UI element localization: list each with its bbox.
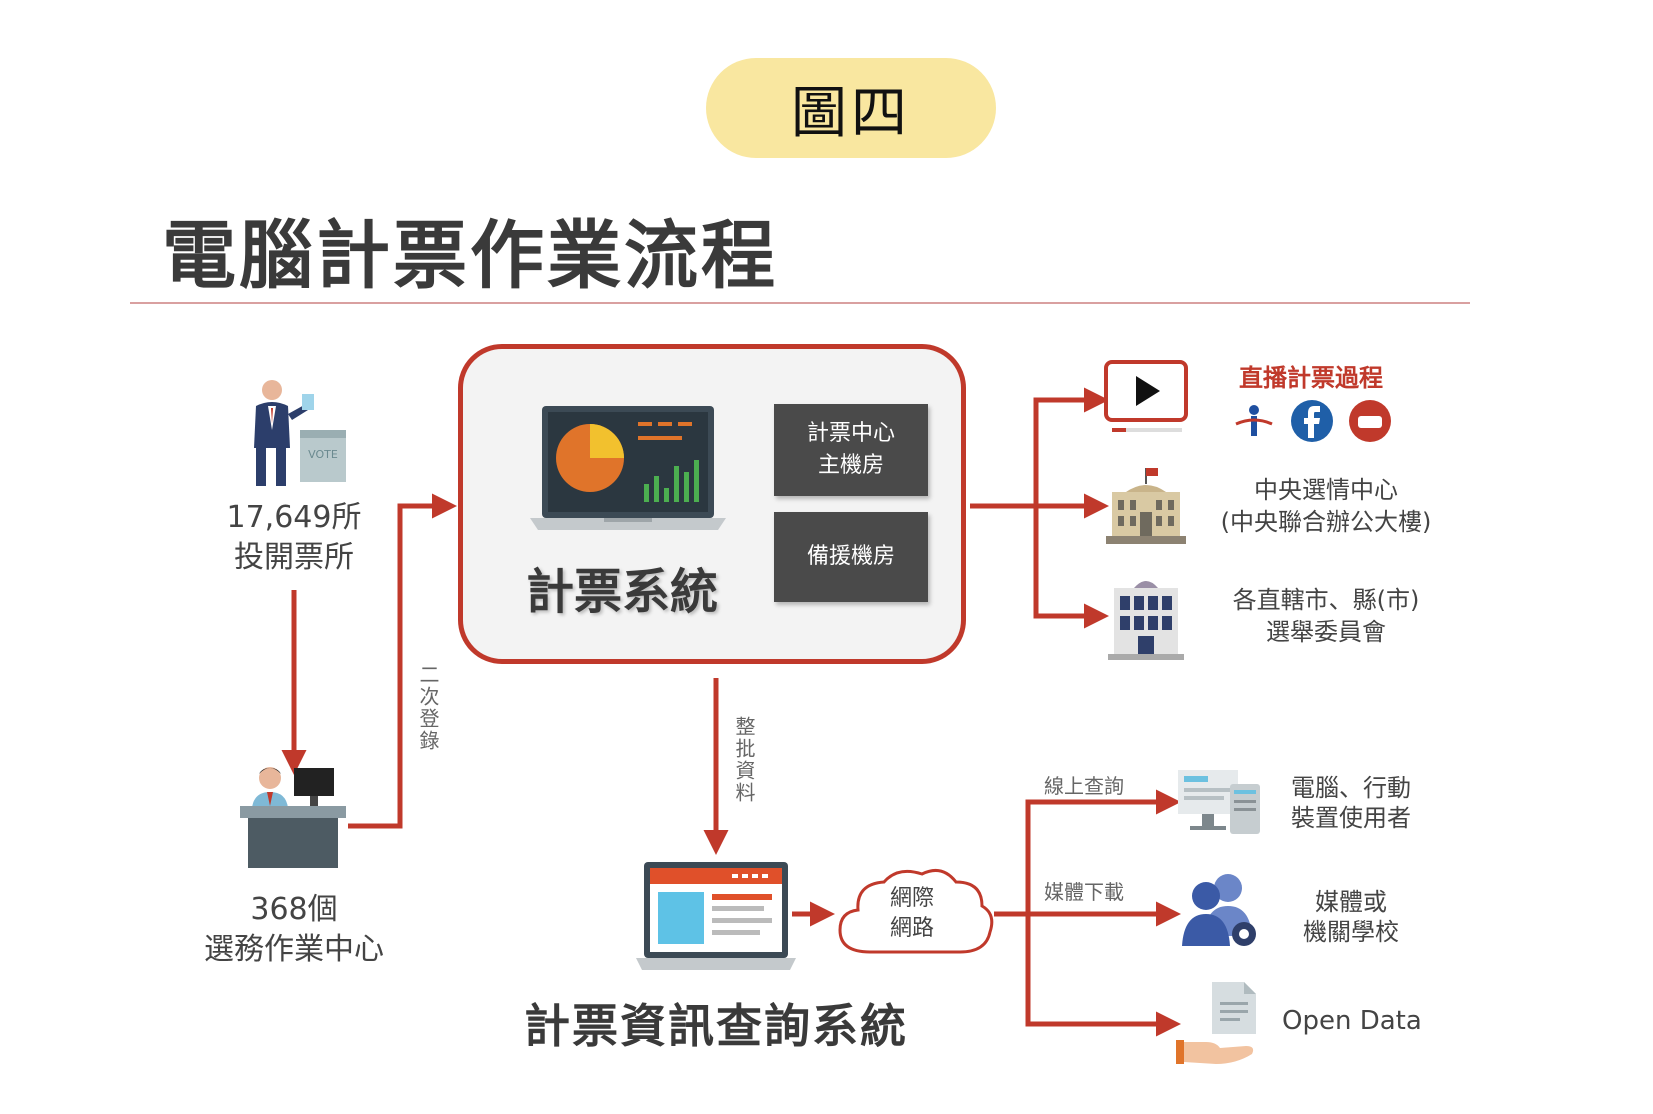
live-count-title: 直播計票過程 xyxy=(1239,364,1383,392)
local-election-commissions-line2: 選舉委員會 xyxy=(1266,618,1386,646)
open-data-label: Open Data xyxy=(1282,1006,1422,1036)
centers-count: 368個 xyxy=(250,892,338,927)
internet-label-line1: 網際 xyxy=(889,886,934,911)
central-election-center: 中央選情中心 xyxy=(1254,476,1398,504)
centers-label: 選務作業中心 xyxy=(204,932,384,967)
figure-badge: 圖四 xyxy=(706,58,996,158)
main-server-room: 計票中心 主機房 xyxy=(774,404,928,496)
media-download-label: 媒體下載 xyxy=(1044,880,1124,904)
arrow-centers-to-system xyxy=(348,493,457,829)
office-building-icon xyxy=(1108,581,1184,660)
title-divider xyxy=(130,302,1470,304)
stations-label: 投開票所 xyxy=(234,540,354,575)
facebook-icon xyxy=(1291,400,1333,442)
main-server-room-line2: 主機房 xyxy=(817,453,884,478)
central-election-center-location: (中央聯合辦公大樓) xyxy=(1220,508,1432,536)
operator-desk-icon xyxy=(240,767,346,868)
device-users-line2: 裝置使用者 xyxy=(1291,804,1411,832)
stations-count: 17,649所 xyxy=(226,500,362,535)
page-title: 電腦計票作業流程 xyxy=(162,213,778,299)
arrow-to-live xyxy=(1033,387,1109,506)
users-gear-icon xyxy=(1182,874,1256,946)
backup-server-room: 備援機房 xyxy=(774,512,928,602)
computer-mobile-devices-icon xyxy=(1178,770,1260,834)
arrow-to-local xyxy=(1033,506,1109,629)
laptop-dashboard-icon xyxy=(530,406,726,530)
internet-cloud-icon xyxy=(838,868,994,954)
main-server-room-line1: 計票中心 xyxy=(806,421,895,446)
media-institutions-line2: 機關學校 xyxy=(1303,918,1399,946)
query-website-laptop-icon xyxy=(636,862,796,970)
batch-data-label: 整批資料 xyxy=(732,716,756,804)
video-player-icon xyxy=(1104,360,1188,432)
youtube-icon xyxy=(1349,400,1391,442)
media-institutions-line1: 媒體或 xyxy=(1315,888,1387,916)
query-system-name: 計票資訊查詢系統 xyxy=(524,999,908,1053)
online-query-label: 線上查詢 xyxy=(1044,774,1124,798)
internet-label-line2: 網路 xyxy=(889,916,934,941)
device-users-line1: 電腦、行動 xyxy=(1291,774,1411,802)
re-entry-label: 二次登錄 xyxy=(416,664,440,752)
voter-ballot-icon: VOTE xyxy=(254,380,346,486)
counting-system-name: 計票系統 xyxy=(525,564,718,620)
vote-box-text: VOTE xyxy=(308,448,338,461)
local-election-commissions: 各直轄市、縣(市) xyxy=(1232,586,1420,614)
government-building-icon xyxy=(1106,468,1186,544)
arrow-to-opendata xyxy=(1025,914,1181,1037)
social-media-icons xyxy=(1235,400,1391,442)
open-data-document-hand-icon xyxy=(1176,982,1256,1064)
arrow-to-users xyxy=(1025,789,1181,914)
cec-logo-icon xyxy=(1235,405,1273,436)
internet-label: 網際 網路 xyxy=(862,884,962,944)
